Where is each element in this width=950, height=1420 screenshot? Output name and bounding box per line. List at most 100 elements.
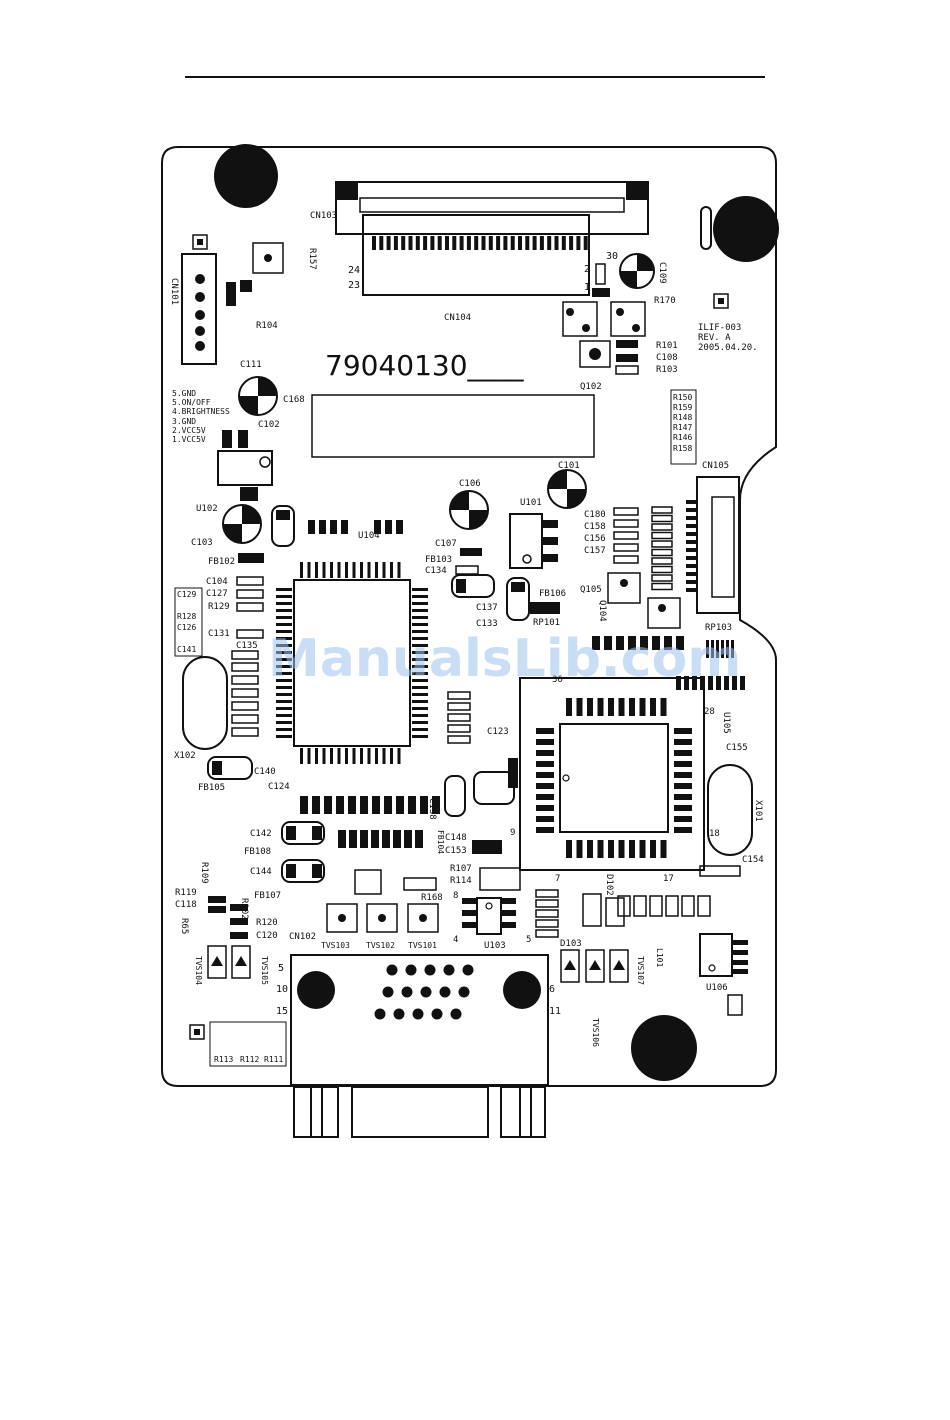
smd-part: [230, 932, 248, 939]
smd-resistor: [360, 796, 368, 814]
cn103-connector-body: [335, 181, 649, 235]
fb106-label: FB106: [539, 589, 566, 599]
cn104-pin: [459, 236, 464, 250]
cn105-side-pad: [651, 523, 673, 531]
u104-lead: [397, 562, 401, 578]
dsub-pin: [431, 1008, 443, 1020]
cn104-pin: [437, 236, 442, 250]
u105-pin-28: 28: [704, 707, 715, 717]
pad: [226, 282, 236, 306]
tvs-diode-body: [585, 949, 605, 983]
pin-legend-5: 5.ON/OFF: [172, 398, 211, 407]
dsub-pin: [401, 986, 413, 998]
tvs-diode-body: [366, 903, 398, 933]
tvs-diode-dot: [419, 914, 427, 922]
cn101-connector: [181, 253, 217, 365]
pad: [732, 676, 737, 690]
smd-part: [230, 918, 248, 925]
smd-resistor: [336, 796, 344, 814]
c157-label: C157: [584, 546, 606, 556]
l101-label: L101: [655, 948, 664, 967]
cn105-pin: [686, 548, 696, 552]
smd-part: [208, 906, 226, 913]
u104-lead: [345, 748, 348, 764]
dsub-screw-left: [297, 971, 335, 1009]
tvs-diode-body: [326, 903, 358, 933]
smd-part: [231, 727, 259, 737]
pin-legend-3: 3.GND: [172, 417, 196, 426]
cn105-pin: [686, 564, 696, 568]
smd-part: [236, 602, 264, 612]
tvs102-label: TVS102: [366, 941, 395, 950]
u104-lead: [390, 562, 393, 578]
c158-label: C158: [584, 522, 606, 532]
tantalum-c138b: [444, 775, 466, 817]
u105-lead: [536, 739, 554, 745]
dsub-pin-11: 11: [549, 1006, 561, 1017]
u105-lead: [618, 840, 625, 858]
u104-lead: [412, 665, 428, 668]
pad: [455, 565, 479, 575]
c127-label: C127: [206, 589, 228, 599]
u104-lead: [276, 735, 292, 738]
u105-lead: [566, 840, 572, 858]
u105-leads: [536, 698, 692, 858]
u105-lead: [608, 698, 614, 716]
cn104-pin: [445, 236, 449, 250]
u101-regulator: [509, 513, 543, 569]
u105-lead: [674, 739, 692, 745]
cn104-pin: [386, 236, 391, 250]
dsub-pin: [412, 1008, 424, 1020]
tvs101-label: TVS101: [408, 941, 437, 950]
r101-label: R101: [656, 341, 678, 351]
smd-resistor: [535, 899, 559, 908]
u104-lead: [276, 651, 292, 654]
pad: [592, 636, 600, 650]
u103-pin-5: 5: [526, 935, 531, 945]
cn105-side-pad: [651, 582, 673, 591]
r107-label: R107: [450, 864, 472, 874]
cap-column-right: [613, 507, 639, 564]
pad: [640, 636, 648, 650]
c118-label: C118: [175, 900, 197, 910]
u106-label: U106: [706, 983, 728, 993]
dsub-connector-body: [290, 954, 549, 1086]
tantalum-c140: [207, 756, 253, 780]
pad: [676, 676, 681, 690]
cn104-pin: [547, 236, 552, 250]
smd-resistor: [535, 929, 559, 938]
u105-lead: [674, 816, 692, 822]
u104-lead: [276, 602, 292, 605]
u103-pin-4: 4: [453, 935, 458, 945]
cn104-pin: [423, 236, 428, 250]
cn105-pin: [686, 580, 696, 584]
pin-legend: 5.GND 5.ON/OFF 4.BRIGHTNESS 3.GND 2.VCC5…: [172, 389, 230, 444]
u106-chip: [699, 933, 733, 977]
c131-label: C131: [208, 629, 230, 639]
u104-lead: [276, 714, 292, 717]
cn104-pin-1: 1: [584, 282, 590, 293]
pad: [341, 520, 348, 534]
cn104-pin: [474, 236, 479, 250]
c109-label: C109: [657, 262, 667, 284]
u104-lead: [375, 748, 378, 764]
u104-lead: [412, 693, 428, 696]
pad: [616, 636, 624, 650]
cn105-pin: [686, 540, 696, 544]
dsub-pin: [393, 1008, 405, 1020]
page-top-rule: [185, 76, 765, 78]
mounting-hole-top-left: [214, 144, 278, 208]
pad: [447, 713, 471, 722]
u104-lead: [322, 748, 326, 764]
r170-label: R170: [654, 296, 676, 306]
r159-label: R159: [673, 403, 692, 412]
left-smd-parts: [231, 553, 264, 737]
pad: [726, 640, 729, 658]
dsub-pin: [462, 964, 474, 976]
u104-lead: [352, 748, 356, 764]
r113-label: R113: [214, 1055, 233, 1064]
cn104-pins: [372, 236, 588, 250]
pad: [676, 636, 684, 650]
cn104-pin: [415, 236, 420, 250]
